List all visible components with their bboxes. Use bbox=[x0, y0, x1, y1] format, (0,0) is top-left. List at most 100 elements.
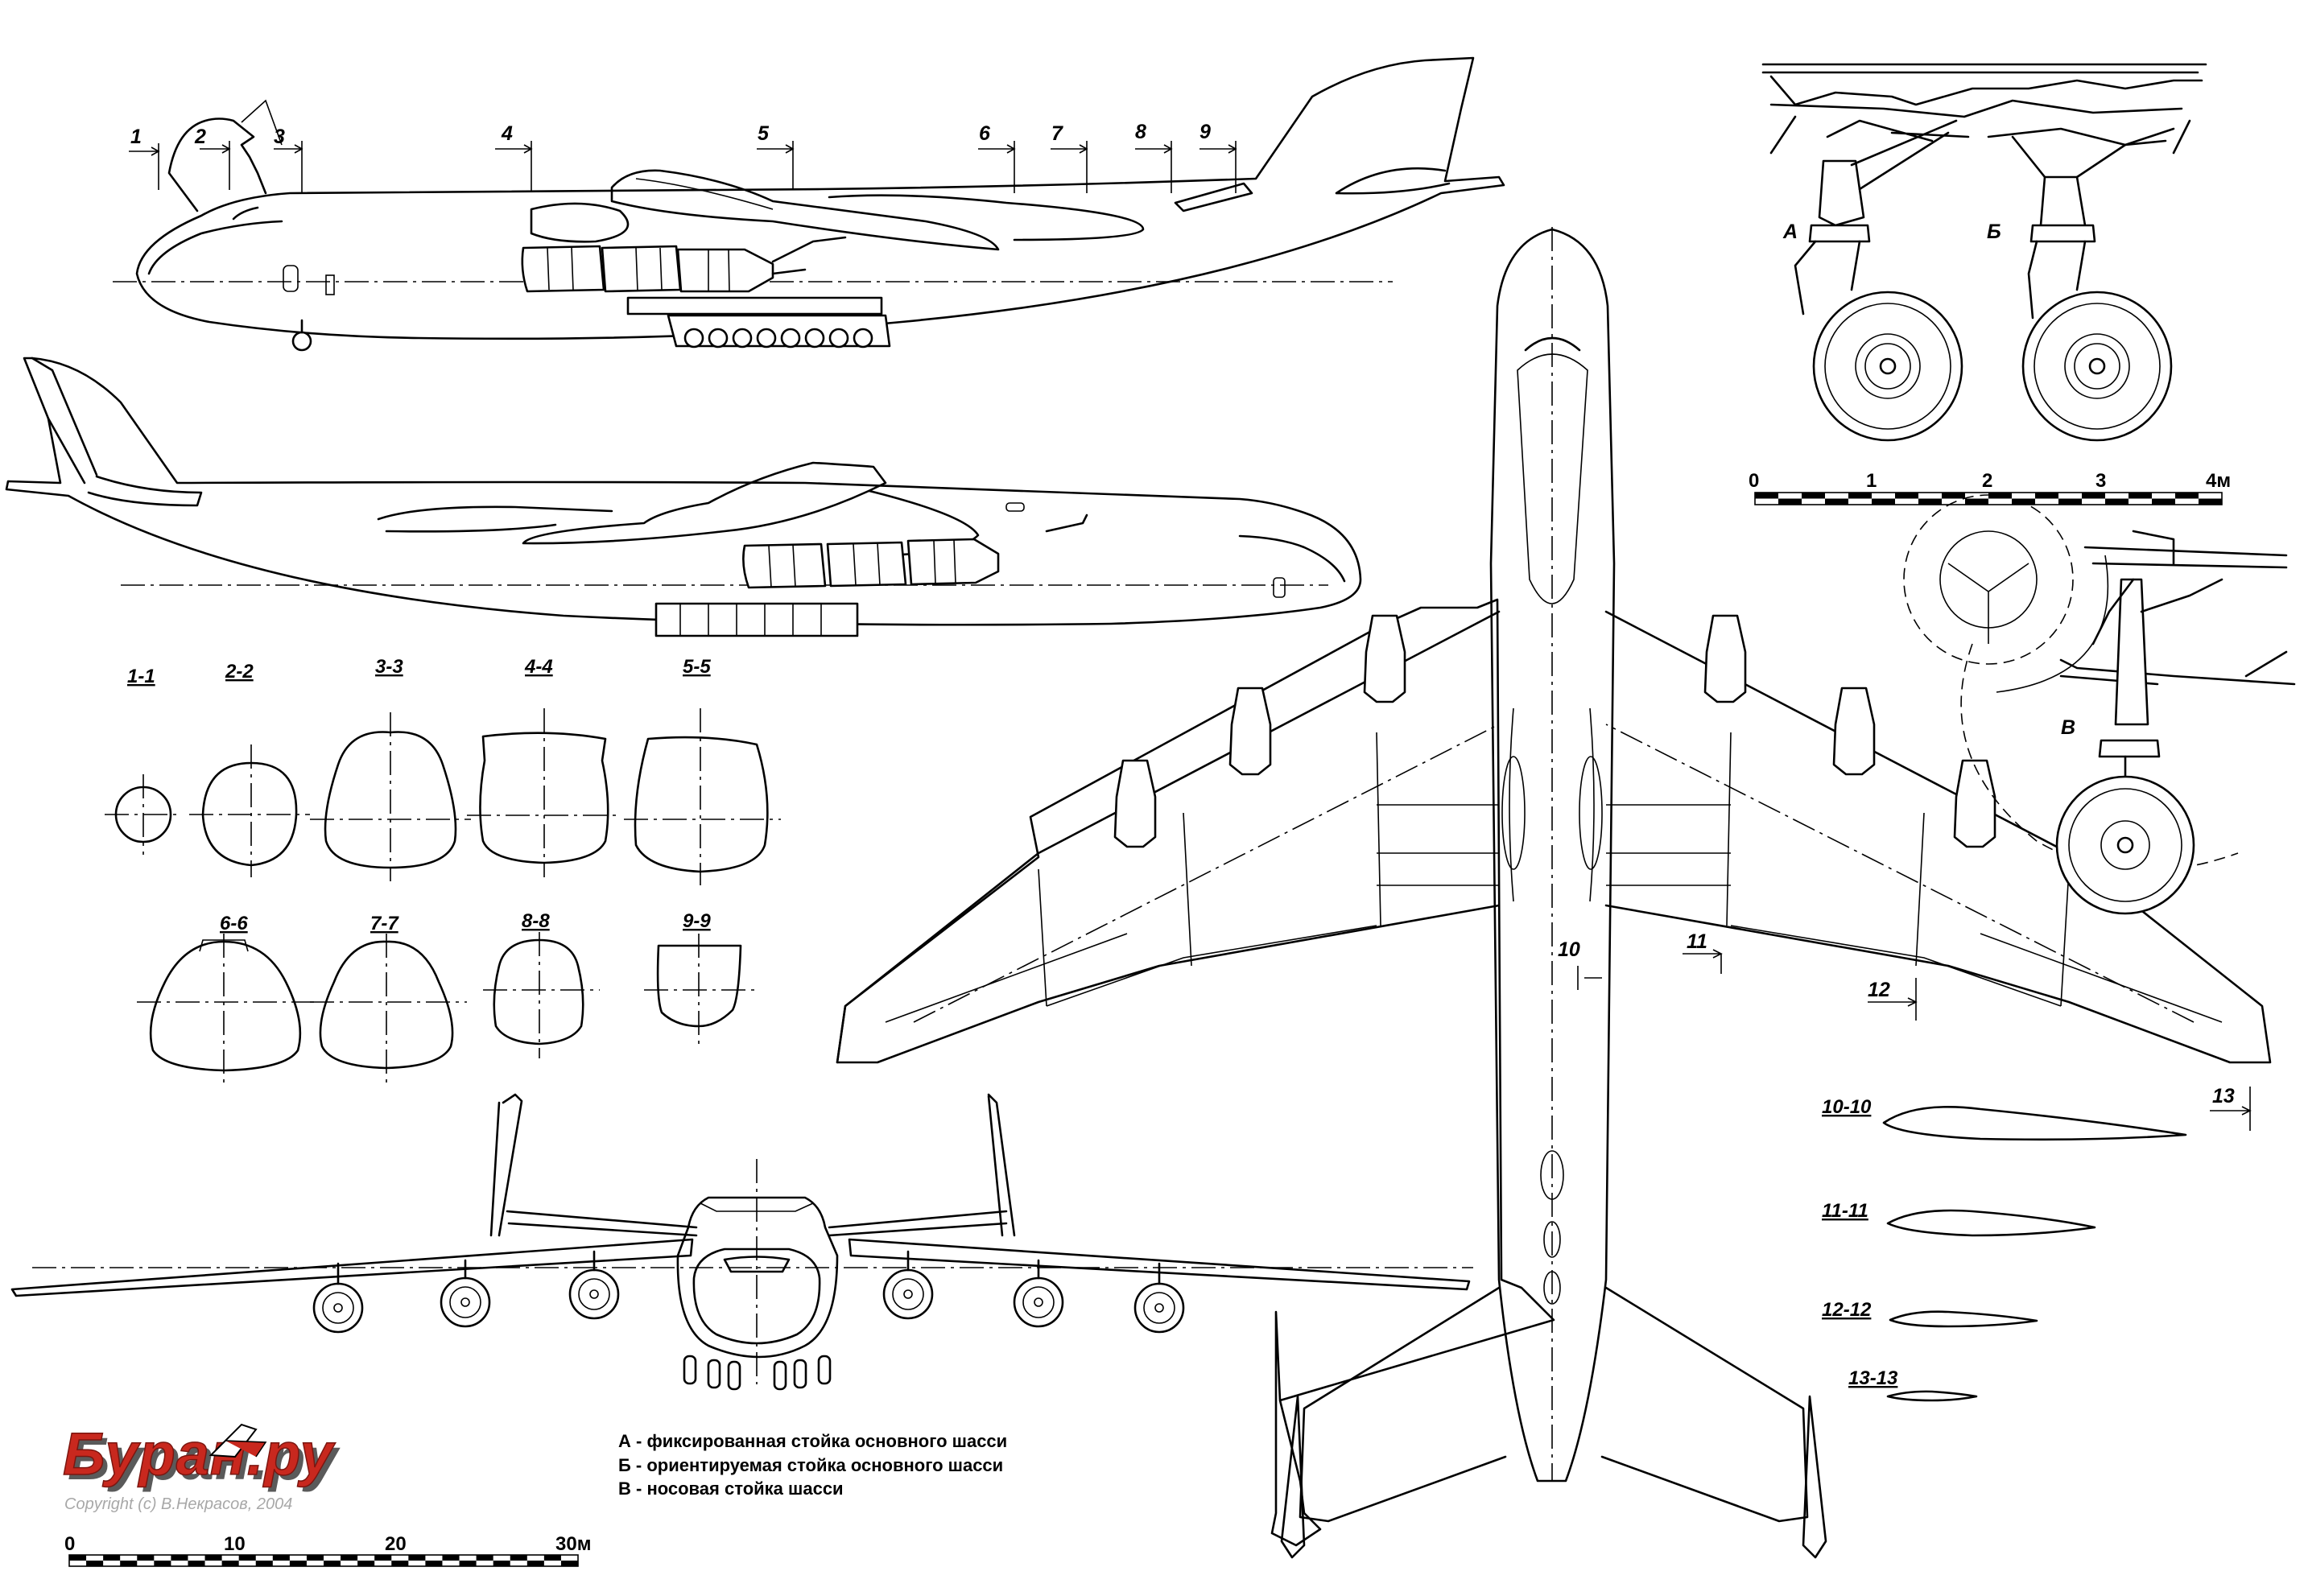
station-label: 2 bbox=[194, 126, 206, 148]
scale-block bbox=[341, 1555, 358, 1561]
scale-tick-label: 3 bbox=[2095, 470, 2106, 492]
top-view: 10 11 12 13 bbox=[836, 227, 2272, 1559]
scale-tick-label: 1 bbox=[1866, 470, 1877, 492]
scale-block bbox=[526, 1561, 544, 1566]
scale-block bbox=[2058, 498, 2082, 505]
scale-tick-label: 0 bbox=[64, 1533, 75, 1555]
section-label: 7-7 bbox=[370, 913, 399, 934]
wing-stations: 10 11 12 13 bbox=[1558, 930, 2252, 1131]
gear-legend: А - фиксированная стойка основного шасси… bbox=[618, 1431, 1007, 1499]
scale-block bbox=[306, 1555, 324, 1561]
station-label: 4 bbox=[501, 122, 513, 145]
section-label: 4-4 bbox=[524, 656, 553, 678]
section-label: 3-3 bbox=[375, 656, 403, 678]
gear-label: В bbox=[2061, 716, 2075, 739]
scale-block bbox=[442, 1555, 460, 1561]
scale-block bbox=[2082, 493, 2105, 499]
scale-block bbox=[560, 1561, 578, 1566]
scale-block bbox=[289, 1561, 307, 1566]
buran-ru-logo: Буран.ру Буран.ру bbox=[62, 1420, 341, 1492]
scale-block bbox=[171, 1555, 188, 1561]
logo-shadow: Буран.ру bbox=[68, 1425, 341, 1492]
scale-tick-label: 10 bbox=[224, 1533, 246, 1555]
scale-block bbox=[238, 1555, 256, 1561]
scale-block bbox=[357, 1561, 375, 1566]
main-gear-detail: А Б bbox=[1761, 63, 2207, 442]
scale-block bbox=[1942, 493, 1965, 499]
wing-station-label: 10 bbox=[1558, 938, 1580, 961]
scale-block bbox=[2035, 493, 2058, 499]
main-scale-bar: 0 10 20 30м bbox=[64, 1533, 591, 1567]
scale-block bbox=[324, 1561, 341, 1566]
scale-block bbox=[120, 1561, 138, 1566]
wing-station-label: 12 bbox=[1868, 979, 1890, 1001]
gear-label: Б bbox=[1987, 221, 2001, 243]
front-view bbox=[10, 1093, 1473, 1391]
station-markers: 1 2 3 4 5 6 7 8 9 bbox=[129, 121, 1237, 193]
copyright: Copyright (c) В.Некрасов, 2004 bbox=[64, 1495, 292, 1513]
scale-block bbox=[425, 1561, 443, 1566]
scale-block bbox=[2199, 498, 2222, 505]
section-label: 6-6 bbox=[220, 913, 248, 934]
scale-block bbox=[2152, 498, 2175, 505]
legend-line: А - фиксированная стойка основного шасси bbox=[618, 1431, 1007, 1451]
scale-block bbox=[1965, 498, 1988, 505]
wing-station-label: 11 bbox=[1687, 930, 1707, 953]
main-scale-ticks bbox=[69, 1555, 578, 1566]
section-label: 9-9 bbox=[683, 910, 711, 932]
logo-text: Буран.ру bbox=[63, 1421, 336, 1487]
scale-block bbox=[2129, 493, 2152, 499]
scale-block bbox=[1988, 493, 2012, 499]
scale-block bbox=[272, 1555, 290, 1561]
scale-block bbox=[1778, 498, 1802, 505]
scale-block bbox=[493, 1561, 510, 1566]
scale-tick-label: 20 bbox=[385, 1533, 407, 1555]
scale-block bbox=[69, 1555, 87, 1561]
nose-gear-detail: В bbox=[1903, 494, 2296, 915]
station-label: 1 bbox=[130, 126, 142, 148]
scale-block bbox=[2175, 493, 2199, 499]
scale-block bbox=[476, 1555, 493, 1561]
scale-block bbox=[255, 1561, 273, 1566]
scale-block bbox=[510, 1555, 527, 1561]
wing-station-label: 13 bbox=[2212, 1085, 2235, 1107]
station-label: 6 bbox=[979, 122, 991, 145]
station-label: 8 bbox=[1135, 121, 1146, 143]
main-gear-wheels-upper bbox=[683, 328, 873, 348]
scale-tick-label: 30м bbox=[555, 1533, 591, 1555]
scale-block bbox=[1848, 493, 1872, 499]
scale-block bbox=[1825, 498, 1848, 505]
scale-block bbox=[103, 1555, 121, 1561]
scale-block bbox=[204, 1555, 222, 1561]
scale-block bbox=[408, 1555, 426, 1561]
scale-block bbox=[543, 1555, 561, 1561]
small-scale-ticks bbox=[1755, 493, 2222, 505]
shuttle-icon bbox=[209, 1423, 267, 1458]
side-view-upper: 1 2 3 4 5 6 7 8 9 bbox=[113, 56, 1505, 352]
scale-block bbox=[188, 1561, 205, 1566]
scale-block bbox=[1755, 493, 1778, 499]
section-label: 1-1 bbox=[127, 666, 155, 687]
scale-block bbox=[1918, 498, 1942, 505]
station-label: 7 bbox=[1051, 122, 1063, 145]
station-label: 3 bbox=[274, 126, 285, 148]
section-label: 11-11 bbox=[1822, 1200, 1868, 1222]
wing-sections: 10-10 11-11 12-12 13-13 bbox=[1822, 1096, 2187, 1402]
station-label: 5 bbox=[758, 122, 770, 145]
scale-block bbox=[1802, 493, 1825, 499]
station-label: 9 bbox=[1199, 121, 1211, 143]
section-label: 13-13 bbox=[1848, 1367, 1898, 1389]
scale-tick-label: 2 bbox=[1982, 470, 1992, 492]
section-label: 2-2 bbox=[225, 661, 254, 683]
section-label: 10-10 bbox=[1822, 1096, 1872, 1118]
scale-block bbox=[86, 1561, 104, 1566]
front-view-main-gear bbox=[683, 1355, 832, 1391]
section-label: 12-12 bbox=[1822, 1299, 1872, 1321]
side-view-lower bbox=[5, 357, 1362, 637]
scale-block bbox=[221, 1561, 239, 1566]
scale-tick-label: 0 bbox=[1749, 470, 1759, 492]
small-scale-bar: 0 1 2 3 4м bbox=[1749, 470, 2231, 505]
top-view-engines bbox=[1113, 614, 1996, 848]
scale-block bbox=[137, 1555, 155, 1561]
